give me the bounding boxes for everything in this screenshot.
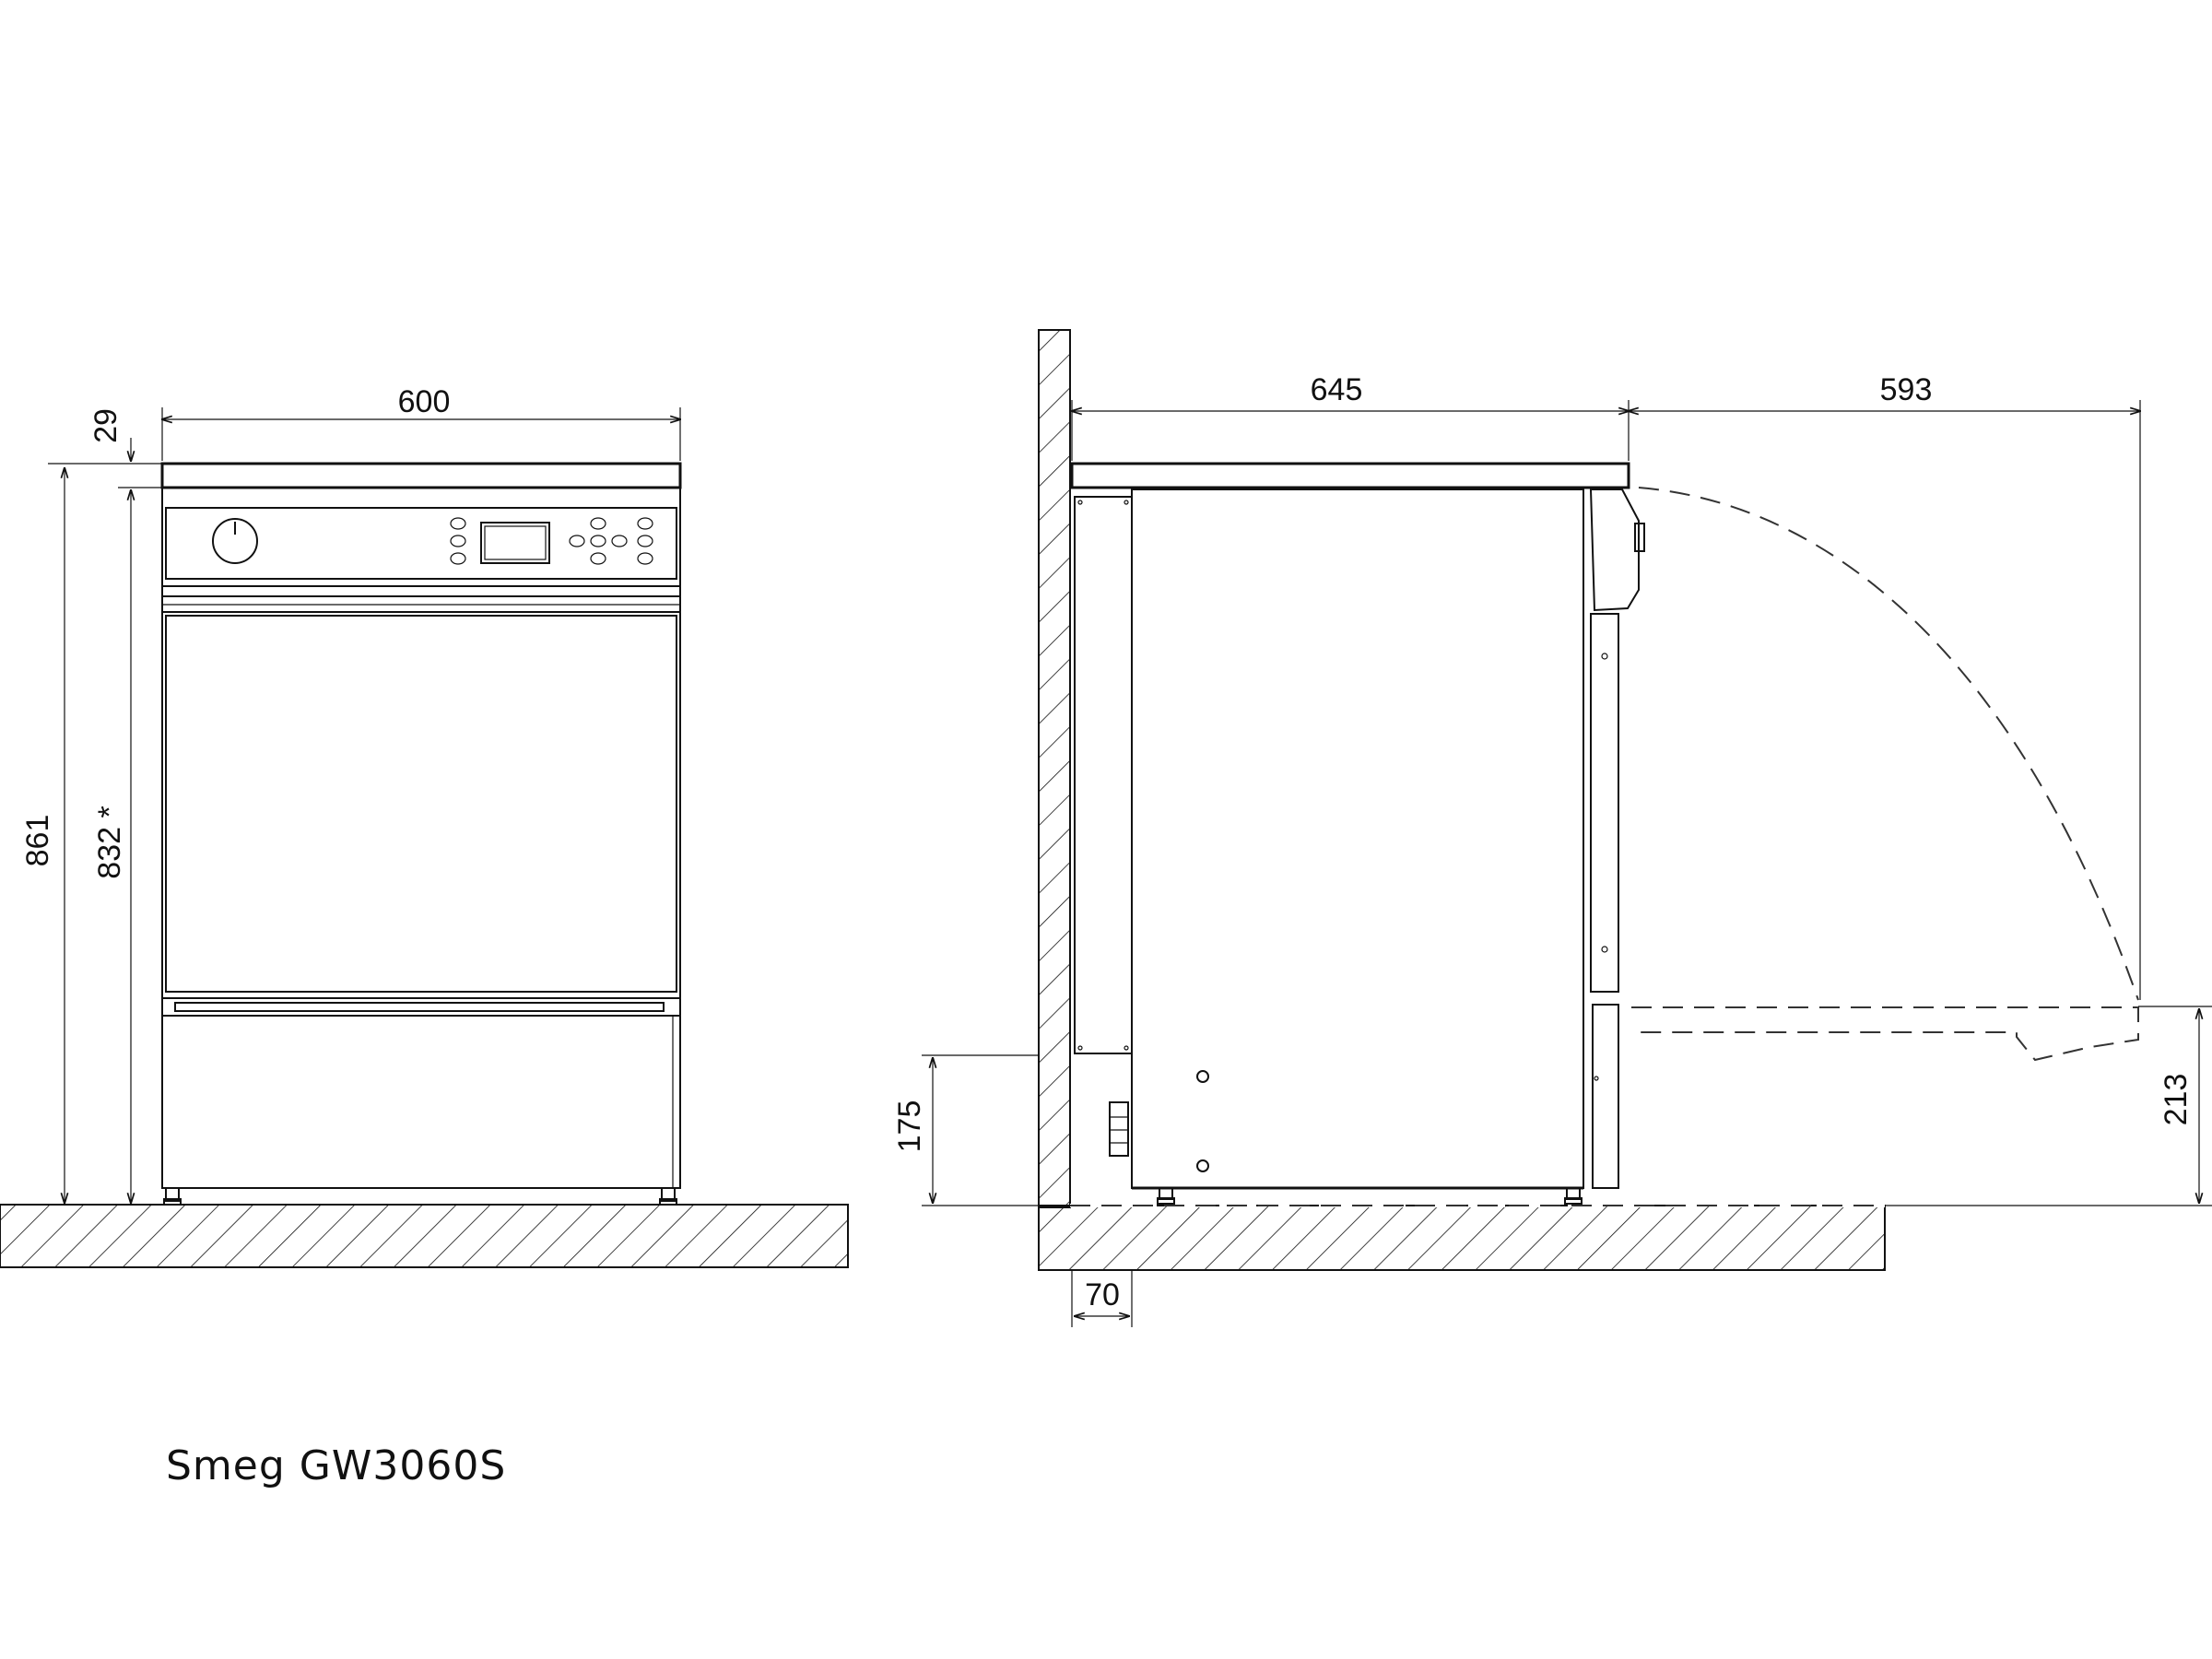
front-worktop [160, 462, 682, 489]
plinth-height-label: 175 [892, 1100, 927, 1153]
front-floor [0, 1204, 849, 1268]
open-door-outline [1631, 1006, 2139, 1062]
side-worktop [1070, 462, 1630, 489]
front-view: 600 29 861 832 * [0, 384, 849, 1268]
body-height-label: 832 * [92, 806, 127, 878]
open-door-height-label: 213 [2159, 1074, 2194, 1126]
door-swing-dimension-label: 593 [1880, 372, 1933, 407]
wall-gap-label: 70 [1085, 1277, 1120, 1312]
control-buttons [450, 517, 653, 565]
side-body [1131, 488, 1584, 1189]
front-door [165, 615, 677, 993]
front-body [161, 487, 681, 1189]
depth-dimension-label: 645 [1311, 372, 1363, 407]
control-panel [165, 507, 677, 580]
total-height-label: 861 [20, 815, 55, 867]
display-screen [480, 522, 550, 564]
rear-panel [1074, 496, 1133, 1054]
top-thickness-label: 29 [88, 408, 124, 443]
connector-icon [1196, 1070, 1209, 1083]
door-swing-arc [1638, 487, 2139, 1001]
front-foot-left [165, 1187, 180, 1202]
wall [1038, 329, 1071, 1208]
side-view: 645 593 175 213 70 [892, 329, 2212, 1327]
control-head [1589, 488, 1640, 612]
inlet-fitting [1109, 1101, 1129, 1157]
dial-knob-icon [212, 518, 258, 564]
model-caption: Smeg GW3060S [166, 1442, 507, 1489]
side-door [1590, 613, 1619, 993]
width-dimension-label: 600 [398, 384, 451, 419]
side-floor [1038, 1205, 1886, 1271]
front-foot-right [661, 1187, 676, 1202]
